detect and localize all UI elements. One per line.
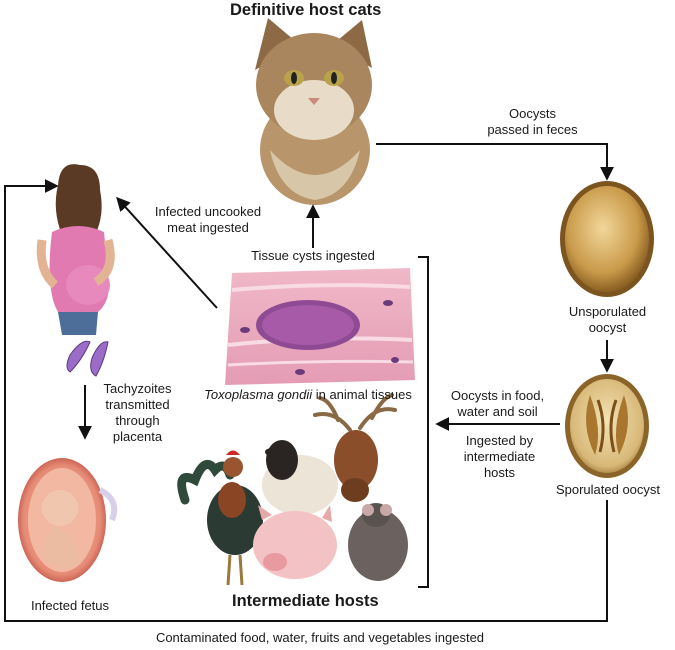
toxoplasma-label-rest: in animal tissues <box>312 387 412 402</box>
rooster <box>177 450 263 586</box>
sporulated-oocyst <box>565 374 649 478</box>
sheep <box>262 440 338 515</box>
toxoplasma-species-name: Toxoplasma gondii <box>204 387 313 402</box>
contaminated-food-label: Contaminated food, water, fruits and veg… <box>155 630 485 645</box>
arrow-meat-to-woman <box>116 196 218 309</box>
intermediate-hosts-title: Intermediate hosts <box>232 592 379 610</box>
unsporulated-label: Unsporulated oocyst <box>568 304 647 335</box>
sporulated-label: Sporulated oocyst <box>555 482 661 497</box>
oocysts-in-food-label: Oocysts in food, water and soil <box>450 388 545 419</box>
arrow-contaminated-food-loop <box>4 179 608 622</box>
cat-illustration <box>255 18 372 205</box>
tachyzoites <box>66 340 109 377</box>
pig <box>253 505 337 579</box>
rat <box>348 503 408 581</box>
tissue-cyst-histology <box>225 268 415 385</box>
deer <box>313 393 397 502</box>
infected-fetus-label: Infected fetus <box>30 598 110 613</box>
tachyzoites-label: Tachyzoites transmitted through placenta <box>103 381 172 444</box>
tissue-cysts-label: Tissue cysts ingested <box>251 248 375 263</box>
intermediate-hosts-bracket <box>418 256 429 588</box>
arrow-cat-to-unsporulated <box>376 143 614 181</box>
toxoplasma-label: Toxoplasma gondii in animal tissues <box>193 387 423 403</box>
ingested-by-label: Ingested by intermediate hosts <box>463 433 536 480</box>
infected-meat-label: Infected uncooked meat ingested <box>154 204 262 235</box>
definitive-host-title: Definitive host cats <box>230 1 382 19</box>
pregnant-woman <box>36 164 115 335</box>
unsporulated-oocyst <box>560 181 654 297</box>
fetus-in-uterus <box>18 458 118 582</box>
oocysts-passed-label: Oocysts passed in feces <box>487 106 578 137</box>
